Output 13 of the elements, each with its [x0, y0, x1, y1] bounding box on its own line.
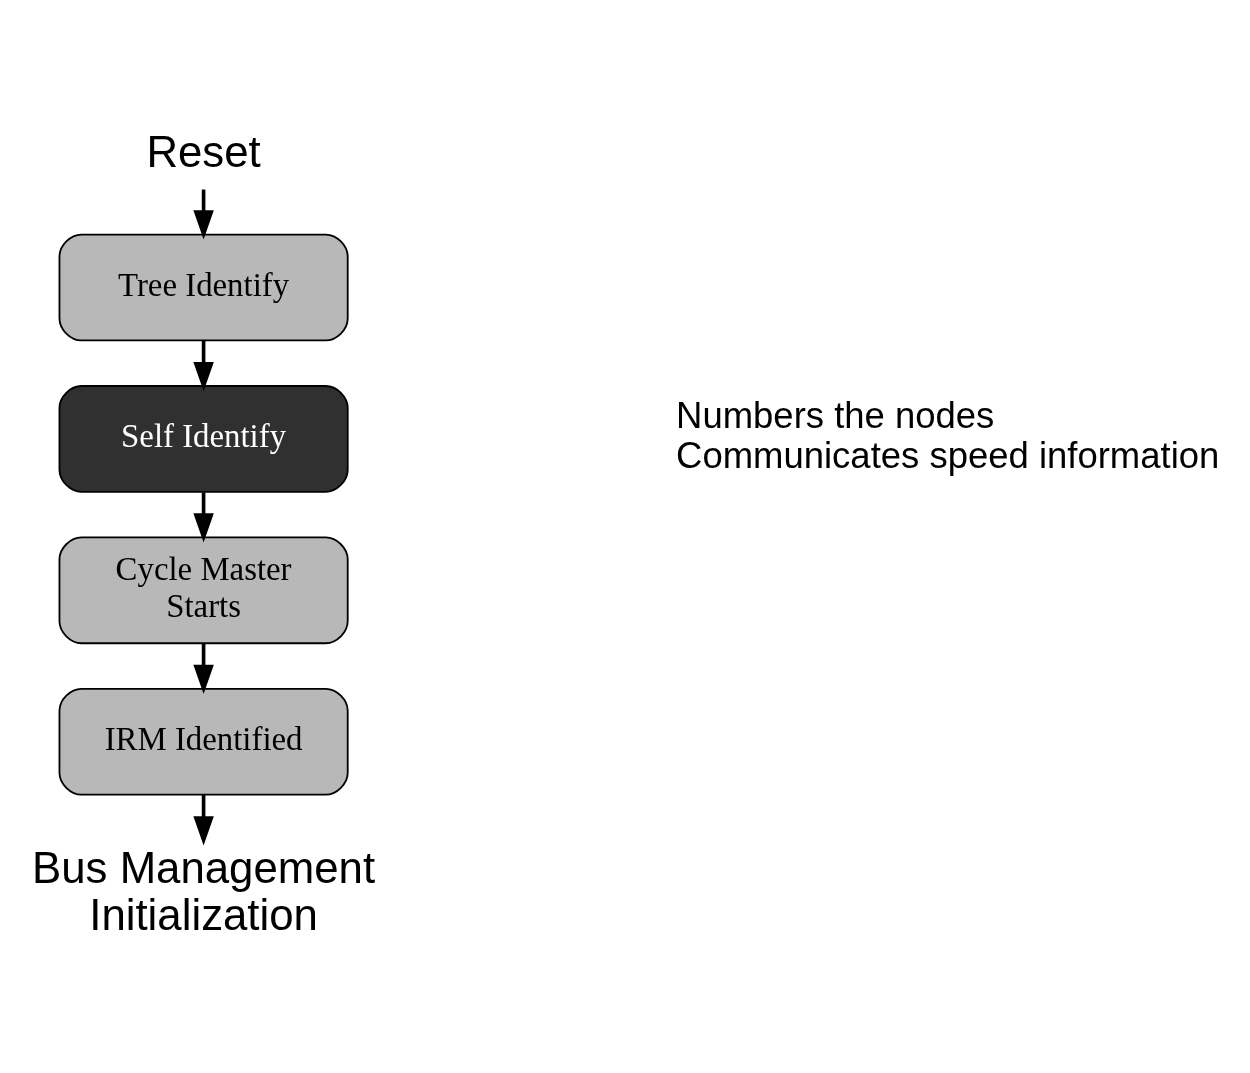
node-label: Numbers the nodes	[676, 394, 995, 436]
node-box: Tree Identify	[58, 233, 349, 342]
arrow	[193, 795, 214, 846]
arrow	[193, 189, 214, 240]
node-text: Bus Management Initialization	[32, 842, 376, 939]
arrow	[193, 492, 214, 543]
arrow	[193, 643, 214, 695]
node-box: Self Identify	[58, 385, 349, 493]
arrow	[193, 341, 214, 392]
node-box: Cycle Master Starts	[58, 536, 349, 645]
node-box: IRM Identified	[58, 687, 349, 796]
node-text: Reset	[146, 127, 261, 177]
node-label: Communicates speed information	[676, 435, 1220, 477]
